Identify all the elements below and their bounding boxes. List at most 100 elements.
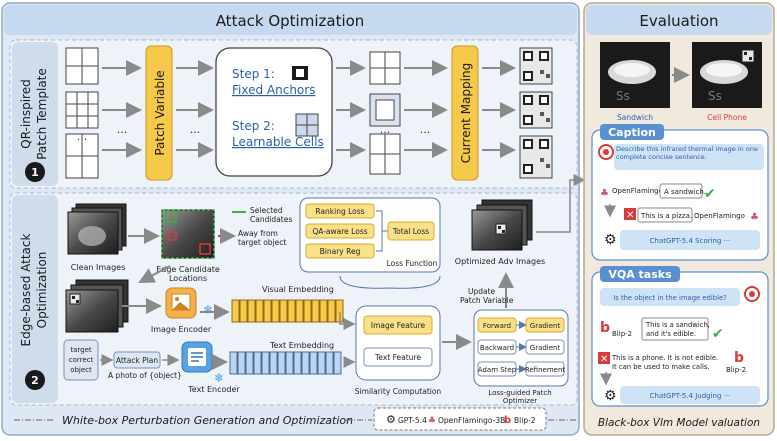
left-footer: White-box Perturbation Generation and Op… — [62, 414, 353, 427]
optimizer-label-line1: Loss-guided Patch — [488, 389, 551, 397]
loss-item-qa-box — [305, 223, 375, 239]
vqa-judging-box — [620, 386, 760, 404]
vqa-blip2-1: Blip-2 — [612, 330, 632, 338]
stage1-label-bg — [12, 42, 58, 186]
loss-function-label: Loss Function — [387, 259, 438, 268]
model-gpt: GPT-5.4 — [398, 416, 427, 425]
step2-text: Learnable Cells — [232, 135, 324, 149]
loss-item-ranking: Ranking Loss — [315, 207, 364, 216]
visual-embedding-cell — [287, 299, 296, 323]
current-mapping-label: Current Mapping — [459, 63, 473, 163]
visual-embedding-cell — [319, 299, 328, 323]
caption-prompt-box — [614, 144, 764, 170]
thermal-image-right: Ss — [692, 42, 762, 108]
visual-embedding-bars — [231, 299, 344, 323]
evaluation-title-bar — [586, 5, 772, 35]
attack-title: Attack Optimization — [216, 12, 365, 30]
image-encoder-icon: ❄ — [165, 287, 213, 319]
stage1-label-line2: Patch Template — [35, 68, 49, 160]
vqa-answer-good-box — [641, 317, 709, 341]
arrow-to-evaluation — [536, 174, 586, 233]
caption-prompt: Describe this infrared thermal image in … — [616, 145, 758, 161]
loss-item-binary-box — [305, 243, 375, 259]
stage1-arrows-c — [336, 60, 366, 158]
caption-tab-label: Caption — [608, 126, 656, 139]
attack-plan-box — [113, 351, 161, 369]
grids-ellipsis: ... — [77, 130, 88, 143]
vqa-tab — [600, 266, 680, 282]
visual-embedding-cell — [303, 299, 312, 323]
blip-icon: b — [504, 415, 511, 426]
qr-template-grids — [65, 47, 99, 179]
step2-label: Step 2: — [232, 119, 275, 133]
total-loss: Total Loss — [392, 227, 429, 236]
model-openflamingo: OpenFlamingo-3B — [438, 416, 505, 425]
arrow-edge-to-patched — [138, 265, 171, 283]
svg-text:✕: ✕ — [600, 354, 608, 365]
final-qr-patterns — [519, 47, 553, 179]
flamingo-icon: ♣ — [428, 416, 436, 426]
target-line2: correct — [69, 356, 94, 364]
flamingo-icon-caption-2: ♣ — [750, 212, 759, 223]
stage1-arrows-a — [102, 60, 142, 158]
text-embedding-cell — [237, 351, 246, 375]
text-embedding-cell — [301, 351, 310, 375]
blip-icon-vqa-2: b — [734, 350, 744, 366]
clean-images-stack — [67, 203, 127, 255]
image-encoder-label: Image Encoder — [151, 325, 212, 334]
gpt-icon-vqa: ⚙ — [604, 388, 617, 404]
evaluation-footer: Black-box Vlm Model valuation — [598, 417, 760, 429]
text-embedding-bars — [229, 351, 342, 375]
model-blip: Blip-2 — [514, 416, 536, 425]
text-embedding-cell — [245, 351, 254, 375]
target-line1: target — [70, 346, 92, 354]
optimizer-label-line2: Optimizer — [503, 397, 537, 405]
text-embedding-cell — [285, 351, 294, 375]
opt-gradient2-box — [525, 339, 565, 355]
text-embedding-cell — [261, 351, 270, 375]
visual-embedding-cell — [255, 299, 264, 323]
target-object-box — [63, 339, 99, 381]
thermal-label-left: Sandwich — [617, 113, 653, 122]
legend-selected-line1: Selected — [250, 206, 283, 215]
opt-refinement: Refinement — [525, 366, 566, 374]
image-feature-box — [363, 315, 433, 335]
caption-tab — [600, 124, 664, 140]
caption-openflamingo-2: OpenFlamingo — [694, 212, 745, 220]
caption-openflamingo-1: OpenFlamingo — [612, 187, 663, 195]
opt-backward: Backward — [480, 344, 514, 352]
svg-text:❄: ❄ — [203, 303, 213, 317]
text-encoder-icon: ❄ — [181, 341, 224, 385]
intermediate-grids — [369, 51, 401, 175]
vqa-prompt: Is the object in the image edible? — [613, 294, 727, 302]
image-feature: Image Feature — [371, 321, 426, 330]
text-feature: Text Feature — [374, 353, 421, 362]
legend-away-line2: target object — [238, 238, 286, 247]
caption-scoring: ChatGPT-5.4 Scoring ··· — [650, 237, 731, 245]
flamingo-icon-caption: ♣ — [600, 188, 609, 199]
arrows-d-ellipsis: ... — [420, 123, 431, 136]
text-feature-box — [363, 347, 433, 367]
stage1-number-badge — [25, 162, 45, 182]
check-icon-caption: ✔ — [704, 186, 716, 202]
thermal-label-right: Cell Phone — [707, 113, 747, 122]
visual-embedding-cell — [247, 299, 256, 323]
prompt-text: A photo of {object} — [108, 371, 182, 380]
loss-item-binary: Binary Reg — [320, 247, 361, 256]
text-embedding-cell — [293, 351, 302, 375]
svg-text:Ss: Ss — [708, 89, 722, 103]
check-icon-vqa: ✔ — [712, 326, 724, 342]
stage1-arrows-d — [404, 60, 448, 158]
optimized-adv-images-label: Optimized Adv Images — [455, 257, 545, 266]
visual-embedding-cell — [295, 299, 304, 323]
optimized-adv-images — [471, 199, 533, 251]
svg-text:❄: ❄ — [214, 371, 224, 385]
attack-plan: Attack Plan — [116, 356, 159, 365]
vqa-judging: ChatGPT-5.4 Judging ··· — [650, 392, 731, 400]
opt-gradient1-box — [525, 317, 565, 333]
vqa-blip2-2: Blip-2 — [726, 366, 746, 374]
stage2-label-bg — [12, 195, 58, 403]
text-encoder-label: Text Encoder — [187, 385, 240, 394]
